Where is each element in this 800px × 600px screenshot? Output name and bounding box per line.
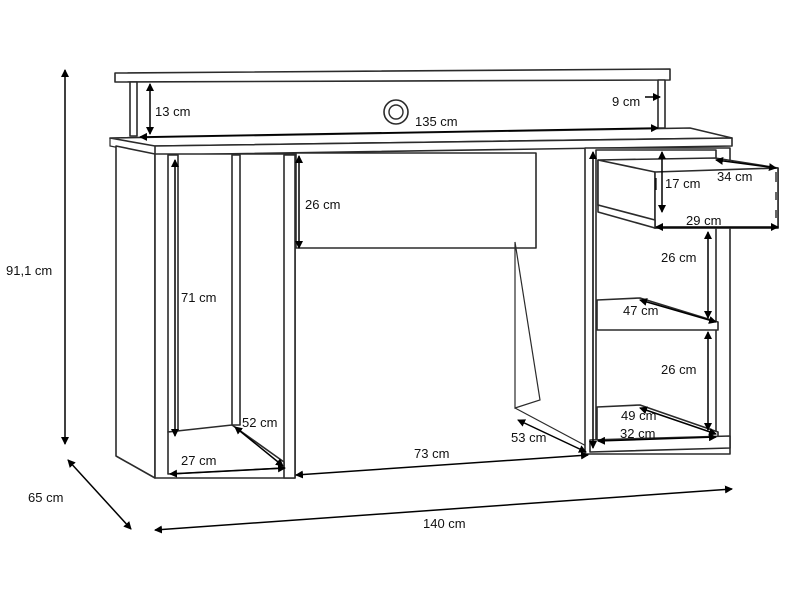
dimension-labels: 91,1 cm 65 cm 140 cm 13 cm 135 cm 9 cm 2… [6, 94, 752, 531]
arrow-shelf-depth [639, 298, 717, 324]
label-drawer-width: 29 cm [686, 213, 721, 228]
arrow-knee-depth [517, 419, 587, 453]
label-depth-total: 65 cm [28, 490, 63, 505]
arrow-left-width [169, 464, 286, 478]
label-shelf-upper: 26 cm [661, 250, 696, 265]
label-bottom-depth: 49 cm [621, 408, 656, 423]
label-left-depth: 52 cm [242, 415, 277, 430]
arrow-bottom-depth [639, 406, 717, 436]
label-knee-width: 73 cm [414, 446, 449, 461]
label-drawer-height: 17 cm [665, 176, 700, 191]
hutch-top [114, 68, 671, 83]
label-height-total: 91,1 cm [6, 263, 52, 278]
label-shelf-depth: 47 cm [623, 303, 658, 318]
center-drawer [295, 152, 537, 249]
center-back-panel [514, 241, 541, 409]
arrow-drawer-depth [715, 156, 777, 172]
hutch-post-right [657, 79, 666, 129]
arrow-left-depth [234, 426, 284, 467]
label-shelf-lower: 26 cm [661, 362, 696, 377]
label-hutch-height: 13 cm [155, 104, 190, 119]
cable-grommet-icon [383, 99, 409, 125]
desk-drawing [109, 68, 779, 479]
label-width-total: 140 cm [423, 516, 466, 531]
arrow-hutch-width [139, 124, 659, 141]
left-cabinet-divider [167, 154, 179, 433]
label-left-height: 71 cm [181, 290, 216, 305]
arrow-total-width [154, 485, 733, 534]
arrow-knee-width [295, 451, 589, 479]
label-hutch-depth: 9 cm [612, 94, 640, 109]
left-side-panel [115, 145, 156, 479]
label-left-width: 27 cm [181, 453, 216, 468]
arrow-bottom-width [597, 433, 717, 445]
arrow-total-depth [67, 459, 132, 530]
dimension-arrows [61, 69, 779, 534]
label-drawer-depth: 34 cm [717, 169, 752, 184]
label-center-drawer: 26 cm [305, 197, 340, 212]
label-knee-depth: 53 cm [511, 430, 546, 445]
hutch-post-left [129, 81, 138, 137]
label-hutch-width: 135 cm [415, 114, 458, 129]
label-bottom-width: 32 cm [620, 426, 655, 441]
